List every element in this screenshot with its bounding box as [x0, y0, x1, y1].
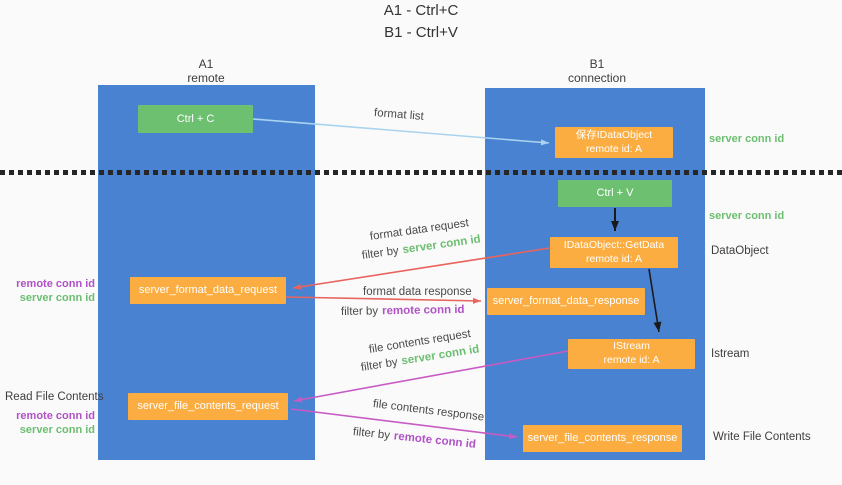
- remote-conn-id-annotation: remote conn id: [16, 278, 95, 290]
- server-file-contents-request-box: server_file_contents_request: [128, 393, 288, 420]
- read-file-contents-annotation: Read File Contents: [5, 391, 104, 403]
- lifeline-header-a1: A1 remote: [156, 57, 256, 86]
- server-format-data-response-box: server_format_data_response: [487, 288, 645, 315]
- server-format-data-request-box: server_format_data_request: [130, 277, 286, 304]
- server-conn-id-annotation-top: server conn id: [709, 133, 785, 145]
- server-file-contents-response-box: server_file_contents_response: [523, 425, 682, 452]
- title-line-2: B1 - Ctrl+V: [384, 23, 458, 41]
- server-conn-id-annotation: server conn id: [19, 423, 95, 436]
- lifeline-b1-name: B1: [589, 57, 605, 71]
- dataobject-annotation: DataObject: [711, 245, 769, 257]
- server-conn-id-annotation: server conn id: [19, 291, 95, 304]
- format-request-conn-annotations: remote conn id server conn id: [2, 278, 95, 306]
- remote-conn-id-text: remote conn id: [381, 303, 465, 318]
- server-format-data-request-label: server_format_data_request: [138, 284, 278, 297]
- getdata-box: IDataObject::GetData remote id: A: [550, 237, 678, 268]
- save-idataobject-line2: remote id: A: [585, 142, 643, 155]
- getdata-line1: IDataObject::GetData: [563, 238, 665, 251]
- file-contents-response-filter-label: filter by remote conn id: [352, 426, 477, 451]
- save-idataobject-box: 保存IDataObject remote id: A: [555, 127, 673, 158]
- remote-conn-id-text: remote conn id: [393, 430, 477, 451]
- save-idataobject-line1: 保存IDataObject: [575, 128, 653, 141]
- istream-annotation: Istream: [711, 348, 750, 360]
- write-file-contents-annotation: Write File Contents: [713, 431, 811, 443]
- format-data-response-label: format data response: [363, 286, 472, 298]
- ctrl-v-label: Ctrl + V: [596, 187, 634, 200]
- file-contents-response-label: file contents response: [372, 398, 485, 424]
- istream-line1: IStream: [613, 340, 650, 353]
- ctrl-v-action-box: Ctrl + V: [558, 180, 672, 207]
- remote-conn-id-annotation: remote conn id: [16, 410, 95, 422]
- file-request-conn-annotations: remote conn id server conn id: [2, 410, 95, 438]
- ctrl-c-label: Ctrl + C: [176, 112, 215, 125]
- lifeline-b1-role: connection: [567, 71, 627, 86]
- format-list-label: format list: [373, 107, 425, 123]
- diagram-title: A1 - Ctrl+C B1 - Ctrl+V: [0, 0, 842, 44]
- server-file-contents-request-label: server_file_contents_request: [137, 400, 279, 413]
- lifeline-header-b1: B1 connection: [547, 57, 647, 86]
- machine-boundary-dotted-line: [0, 170, 842, 175]
- istream-line2: remote id: A: [603, 354, 660, 366]
- format-data-response-filter-label: filter by remote conn id: [340, 303, 465, 318]
- lifeline-a1-name: A1: [198, 57, 214, 71]
- lifeline-a1-role: remote: [187, 71, 225, 86]
- ctrl-c-action-box: Ctrl + C: [138, 105, 253, 133]
- getdata-line2: remote id: A: [585, 252, 643, 265]
- istream-box: IStream remote id: A: [568, 339, 695, 369]
- title-line-1: A1 - Ctrl+C: [383, 2, 459, 19]
- server-conn-id-annotation-mid: server conn id: [709, 210, 785, 222]
- server-file-contents-response-label: server_file_contents_response: [527, 432, 678, 445]
- server-format-data-response-label: server_format_data_response: [492, 295, 640, 308]
